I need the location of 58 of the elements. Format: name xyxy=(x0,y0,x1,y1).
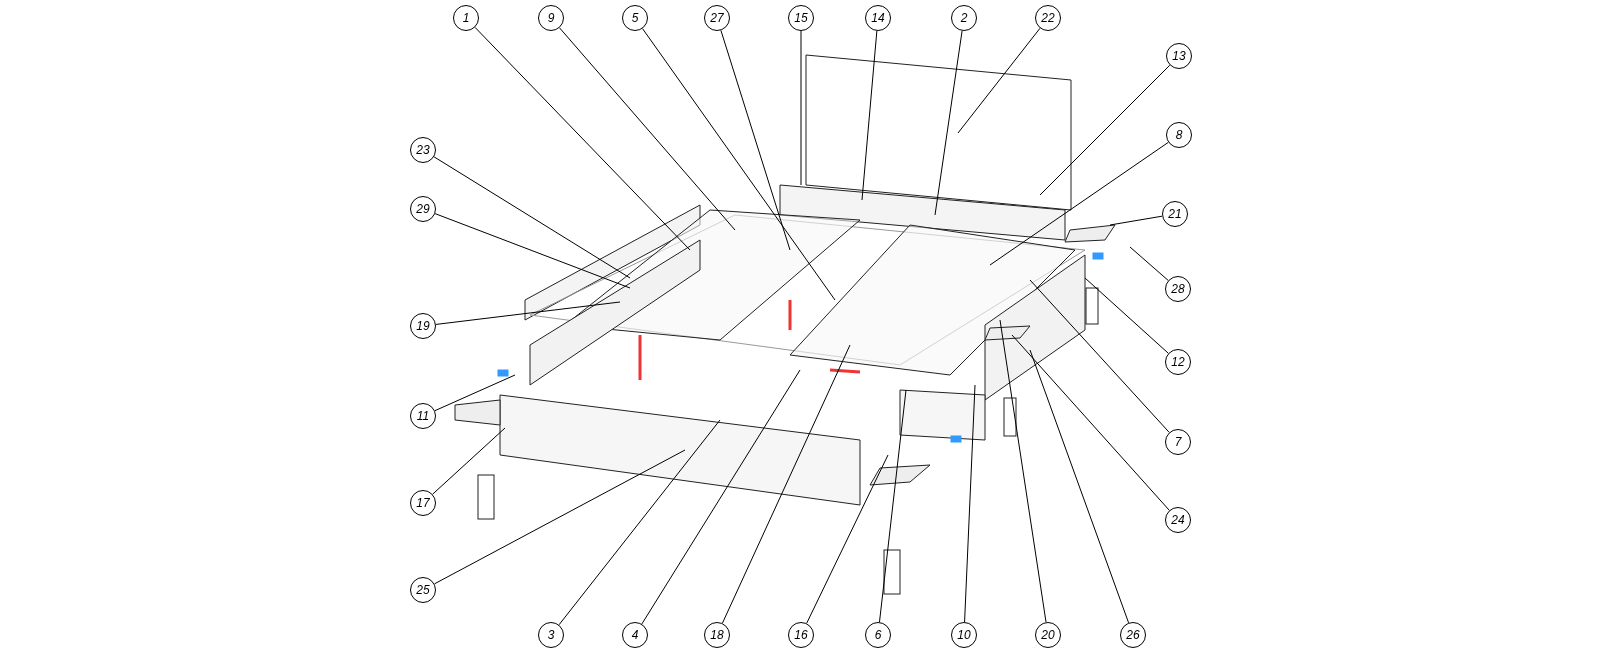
leader-line xyxy=(474,26,691,251)
leader-line xyxy=(1109,215,1163,226)
callout-number: 22 xyxy=(1035,5,1061,31)
callout-number: 2 xyxy=(951,5,977,31)
callout-number: 9 xyxy=(538,5,564,31)
leader-line xyxy=(800,30,802,186)
leader-line xyxy=(861,30,878,201)
leader-line xyxy=(964,384,976,623)
leader-line xyxy=(879,389,907,623)
callout-number: 25 xyxy=(410,577,436,603)
leader-line xyxy=(435,301,621,325)
callout-number: 15 xyxy=(788,5,814,31)
leader-line xyxy=(432,427,506,495)
callout-number: 14 xyxy=(865,5,891,31)
leader-line xyxy=(434,374,516,412)
callout-number: 12 xyxy=(1165,349,1191,375)
callout-number: 27 xyxy=(704,5,730,31)
leader-line xyxy=(1029,279,1170,433)
callout-number: 21 xyxy=(1162,201,1188,227)
leader-line xyxy=(1084,277,1169,354)
callout-number: 11 xyxy=(410,403,436,429)
callout-number: 17 xyxy=(410,490,436,516)
callout-number: 4 xyxy=(622,622,648,648)
callout-number: 28 xyxy=(1165,276,1191,302)
callout-number: 24 xyxy=(1165,507,1191,533)
callout-number: 5 xyxy=(622,5,648,31)
callout-number: 26 xyxy=(1120,622,1146,648)
callout-number: 8 xyxy=(1166,122,1192,148)
leader-line xyxy=(957,27,1041,134)
leader-line xyxy=(1011,334,1170,511)
callout-number: 7 xyxy=(1165,429,1191,455)
leader-line xyxy=(433,449,686,585)
leader-line xyxy=(989,141,1169,266)
callout-number: 23 xyxy=(410,137,436,163)
leader-line xyxy=(1129,246,1169,281)
leader-line xyxy=(720,29,791,251)
leader-line xyxy=(1029,349,1130,624)
leader-line xyxy=(642,28,836,301)
leader-line xyxy=(999,319,1047,623)
leader-line xyxy=(433,156,631,279)
leader-line xyxy=(806,454,889,624)
leader-line xyxy=(434,213,631,289)
callout-number: 16 xyxy=(788,622,814,648)
callout-number: 29 xyxy=(410,196,436,222)
callout-number: 6 xyxy=(865,622,891,648)
callout-number: 13 xyxy=(1166,43,1192,69)
callout-number: 19 xyxy=(410,313,436,339)
leader-line xyxy=(934,30,963,216)
leader-line xyxy=(1039,64,1171,196)
callout-number: 1 xyxy=(453,5,479,31)
leader-line xyxy=(559,27,736,231)
leader-line xyxy=(641,369,801,625)
callout-number: 18 xyxy=(704,622,730,648)
leader-line xyxy=(721,344,851,624)
leader-line xyxy=(558,419,721,626)
callout-number: 10 xyxy=(951,622,977,648)
callout-number: 20 xyxy=(1035,622,1061,648)
callout-number: 3 xyxy=(538,622,564,648)
